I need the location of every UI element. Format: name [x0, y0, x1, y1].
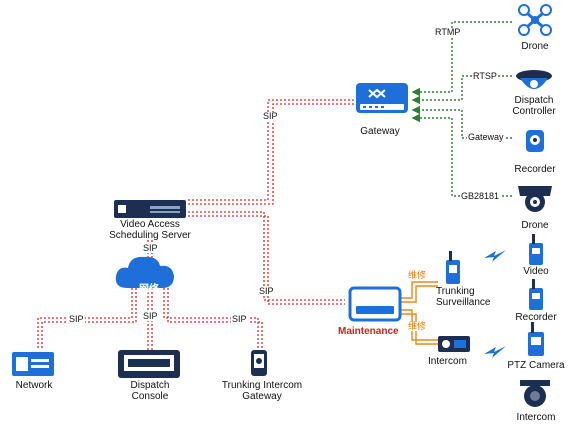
right-label-dispatch-controller: Dispatch Controller	[512, 95, 556, 117]
protocol-sip-gateway: SIP	[262, 111, 279, 121]
protocol-sip-tig: SIP	[231, 314, 248, 324]
right-label-intercom: Intercom	[516, 412, 556, 423]
ptz-camera-icon[interactable]	[520, 380, 550, 407]
protocol-rtmp: RTMP	[434, 27, 462, 37]
protocol-sip-server: SIP	[142, 243, 159, 253]
right-label-recorder-2: Recorder	[515, 312, 557, 323]
protocol-sip-network: SIP	[68, 314, 85, 324]
protocol-rtsp: RTSP	[472, 71, 498, 81]
network-label: Network	[15, 380, 53, 391]
protocol-gateway: Gateway	[467, 132, 505, 142]
right-label-recorder: Recorder	[514, 164, 556, 175]
cloud-icon	[115, 256, 174, 288]
link-gb28181	[411, 113, 512, 197]
wireless-bolts	[484, 250, 506, 358]
protocol-gb28181: GB28181	[460, 191, 501, 201]
ptz-radio-icon[interactable]	[528, 322, 544, 356]
right-label-video: Video	[523, 266, 549, 277]
radio-icon[interactable]	[446, 251, 460, 284]
link-cloud-network	[37, 288, 133, 350]
orange-links	[400, 281, 438, 345]
maintenance-icon[interactable]	[348, 286, 402, 322]
link-maint-surveillance	[400, 281, 438, 299]
right-label-drone: Drone	[521, 41, 549, 52]
drone-icon[interactable]	[518, 4, 552, 36]
gateway-icon[interactable]	[356, 83, 408, 113]
cloud-label: 网络	[139, 284, 159, 295]
intercom-device-label: Intercom	[428, 356, 467, 367]
drone-camera-icon[interactable]	[518, 186, 552, 212]
red-links	[37, 99, 355, 350]
bolt-icon	[484, 250, 506, 262]
right-label-ptz-camera: PTZ Camera	[507, 360, 565, 371]
protocol-sip-console: SIP	[142, 311, 159, 321]
server-icon[interactable]	[114, 200, 186, 218]
maintenance-label: Maintenance	[338, 326, 399, 337]
green-links	[411, 21, 512, 197]
dispatch-console-label: Dispatch Console	[130, 380, 170, 402]
relay-label-bottom: 维修	[407, 321, 428, 331]
gateway-label: Gateway	[360, 126, 400, 137]
recorder-icon[interactable]	[526, 130, 544, 152]
trunking-intercom-gateway-label: Trunking Intercom Gateway	[221, 380, 303, 402]
link-server-gateway	[188, 99, 355, 201]
bolt-icon	[484, 346, 506, 358]
dome-camera-icon[interactable]	[516, 70, 552, 89]
relay-label-top: 维修	[407, 270, 428, 280]
link-rtmp	[411, 21, 512, 97]
trunking-surveillance-label: Trunking Surveillance	[436, 286, 491, 308]
link-server-maintenance	[188, 211, 345, 301]
intercom-device-icon[interactable]	[438, 336, 470, 352]
dispatch-console-icon[interactable]	[118, 350, 180, 378]
network-icon[interactable]	[12, 352, 54, 376]
walkie-talkie-icon[interactable]	[529, 279, 543, 310]
link-cloud-tig	[163, 288, 259, 348]
protocol-sip-maintenance: SIP	[258, 286, 275, 296]
walkie-talkie-icon[interactable]	[529, 234, 543, 265]
server-label: Video Access Scheduling Server	[109, 219, 191, 241]
trunking-intercom-gateway-icon[interactable]	[251, 350, 267, 376]
right-label-drone-2: Drone	[521, 220, 549, 231]
